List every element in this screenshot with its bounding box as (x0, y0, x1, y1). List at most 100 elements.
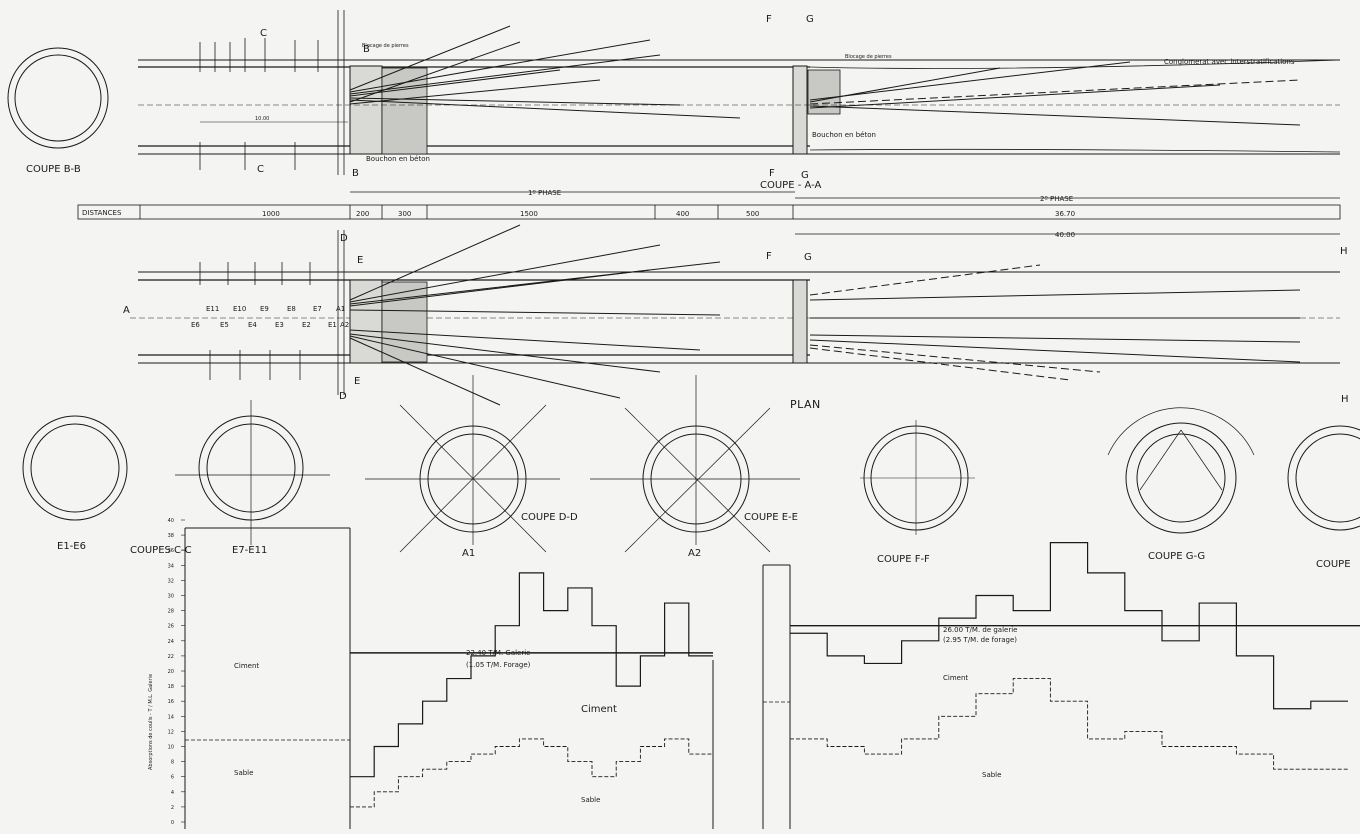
distances-table (77, 204, 1341, 220)
annotation-blocage-1: Blocage de pierres (362, 43, 409, 49)
longitudinal-section-top (138, 25, 1341, 155)
y-tick-label-3: 6 (171, 775, 174, 781)
annotation-conglomerat: Conglomerat avec interstratifications (1164, 58, 1295, 66)
marker-c-top: C (260, 28, 267, 39)
distance-1500: 1500 (520, 210, 538, 218)
y-tick-label-10: 20 (168, 669, 174, 675)
marker-g-plan: G (804, 252, 812, 263)
marker-g-top: G (806, 14, 814, 25)
y-tick-label-16: 32 (168, 578, 174, 584)
distances-label: DISTANCES (82, 209, 122, 217)
distance-400: 400 (676, 210, 689, 218)
mean-lines (350, 625, 1360, 654)
series-line-3 (790, 678, 1348, 770)
marker-f-bottom: F (769, 168, 775, 179)
section-label-ff: COUPE F-F (877, 554, 930, 565)
marker-h-bottom: H (1341, 394, 1349, 405)
marker-h-plan: H (1340, 246, 1348, 257)
phase-dimension-lines (350, 191, 1340, 235)
y-tick-label-17: 34 (168, 563, 174, 569)
zone-ciment-1: Ciment (234, 662, 259, 670)
zone-sable-3: Sable (982, 771, 1001, 779)
zone-ciment-2: Ciment (581, 704, 617, 715)
y-tick-label-15: 30 (168, 594, 174, 600)
hole-e7: E7 (313, 305, 322, 313)
hole-e3: E3 (275, 321, 284, 329)
hole-a2: A2 (340, 321, 349, 329)
distance-1000: 1000 (262, 210, 280, 218)
section-label-e1e6: E1-E6 (57, 541, 86, 552)
y-tick-label-6: 12 (168, 729, 174, 735)
distance-500: 500 (746, 210, 759, 218)
marker-a-plan: A (123, 305, 130, 316)
annotation-phase1: 1º PHASE (528, 189, 561, 197)
y-tick-label-13: 26 (168, 624, 174, 630)
y-tick-label-20: 40 (168, 518, 174, 524)
mean-sub-2: (2.95 T/M. de forage) (943, 636, 1017, 644)
marker-e-top: E (357, 255, 363, 266)
section-label-aa: COUPE - A-A (760, 180, 821, 191)
section-label-gg: COUPE G-G (1148, 551, 1205, 562)
y-tick-label-19: 38 (168, 533, 174, 539)
distance-300: 300 (398, 210, 411, 218)
injection-arrows-plan (199, 230, 345, 395)
y-tick-label-1: 2 (171, 805, 174, 811)
hole-e6: E6 (191, 321, 200, 329)
y-tick-label-7: 14 (168, 714, 174, 720)
y-tick-label-8: 16 (168, 699, 174, 705)
chart-series (350, 542, 1348, 808)
y-tick-label-0: 0 (171, 820, 174, 826)
y-tick-label-18: 36 (168, 548, 174, 554)
section-label-a2: A2 (688, 548, 701, 559)
hole-e8: E8 (287, 305, 296, 313)
zone-sable-2: Sable (581, 796, 600, 804)
section-label-a1: A1 (462, 548, 475, 559)
series-line-1 (350, 738, 713, 808)
section-circles (7, 47, 1360, 553)
marker-d-top: D (340, 233, 348, 244)
marker-g-bottom: G (801, 170, 809, 181)
y-tick-label-11: 22 (168, 654, 174, 660)
hole-e2: E2 (302, 321, 311, 329)
annotation-bouchon-2: Bouchon en béton (812, 131, 876, 139)
marker-f-top: F (766, 14, 772, 25)
marker-c-bottom: C (257, 164, 264, 175)
y-tick-label-12: 24 (168, 639, 174, 645)
distance-200: 200 (356, 210, 369, 218)
hole-e9: E9 (260, 305, 269, 313)
marker-b-top: B (363, 44, 370, 55)
y-tick-label-9: 18 (168, 684, 174, 690)
injection-arrows-top (199, 10, 345, 175)
hole-e11: E11 (206, 305, 219, 313)
marker-e-bottom: E (354, 376, 360, 387)
series-line-0 (350, 572, 713, 778)
annotation-bouchon-1: Bouchon en béton (366, 155, 430, 163)
hole-a1: A1 (336, 305, 345, 313)
annotation-phase2: 2º PHASE (1040, 195, 1073, 203)
hole-e1: E1 (328, 321, 337, 329)
marker-f-plan: F (766, 251, 772, 262)
annotation-blocage-2: Blocage de pierres (845, 54, 892, 60)
plan-section (130, 224, 1340, 406)
y-tick-label-14: 28 (168, 609, 174, 615)
marker-d-bottom: D (339, 391, 347, 402)
section-label-dd: COUPE D-D (521, 512, 578, 523)
section-label-plan: PLAN (790, 398, 821, 411)
series-line-2 (790, 542, 1348, 710)
annotation-dim1000: 10.00 (255, 116, 269, 122)
mean-label-2: 26.00 T/M. de galerie (943, 626, 1017, 634)
hole-e10: E10 (233, 305, 246, 313)
section-label-cc: COUPES C-C (130, 545, 192, 556)
section-label-bb: COUPE B-B (26, 164, 81, 175)
zone-sable-1: Sable (234, 769, 253, 777)
y-tick-label-5: 10 (168, 745, 174, 751)
section-label-ee: COUPE E-E (744, 512, 798, 523)
distance-total: 40.00 (1055, 231, 1075, 239)
hole-e4: E4 (248, 321, 257, 329)
marker-b-bottom: B (352, 168, 359, 179)
mean-sub-1: (1.05 T/M. Forage) (466, 661, 531, 669)
y-tick-label-4: 8 (171, 760, 174, 766)
